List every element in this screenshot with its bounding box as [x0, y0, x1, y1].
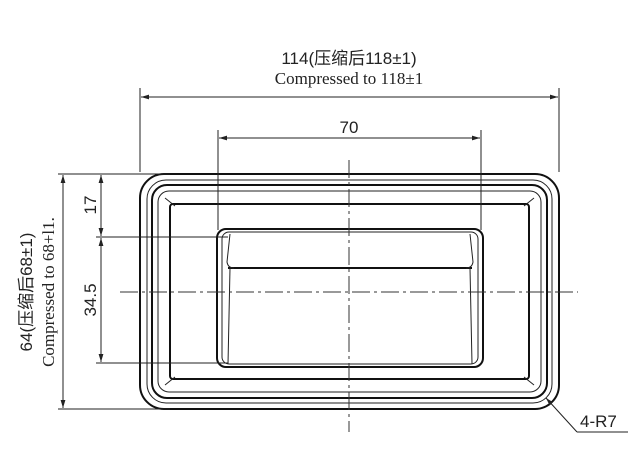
handle-height-label: 34.5	[81, 283, 100, 316]
handle-recess	[216, 228, 484, 368]
width-english-label: Compressed to 118±1	[275, 69, 423, 88]
top-offset-label: 17	[81, 196, 100, 215]
handle-width-dimension: 70	[217, 118, 482, 230]
handle-width-label: 70	[340, 118, 359, 137]
height-dimension: 64(压缩后68±1) Compressed to 68+l1.	[17, 173, 170, 410]
width-label: 114(压缩后118±1)	[281, 49, 416, 68]
corner-radius-label: 4-R7	[580, 412, 617, 431]
corner-radius-callout: 4-R7	[545, 397, 628, 433]
width-dimension: 114(压缩后118±1) Compressed to 118±1	[139, 49, 560, 172]
offset-dimensions: 17 34.5	[81, 175, 228, 364]
height-label: 64(压缩后68±1)	[17, 233, 36, 352]
height-english-label: Compressed to 68+l1.	[39, 217, 58, 367]
